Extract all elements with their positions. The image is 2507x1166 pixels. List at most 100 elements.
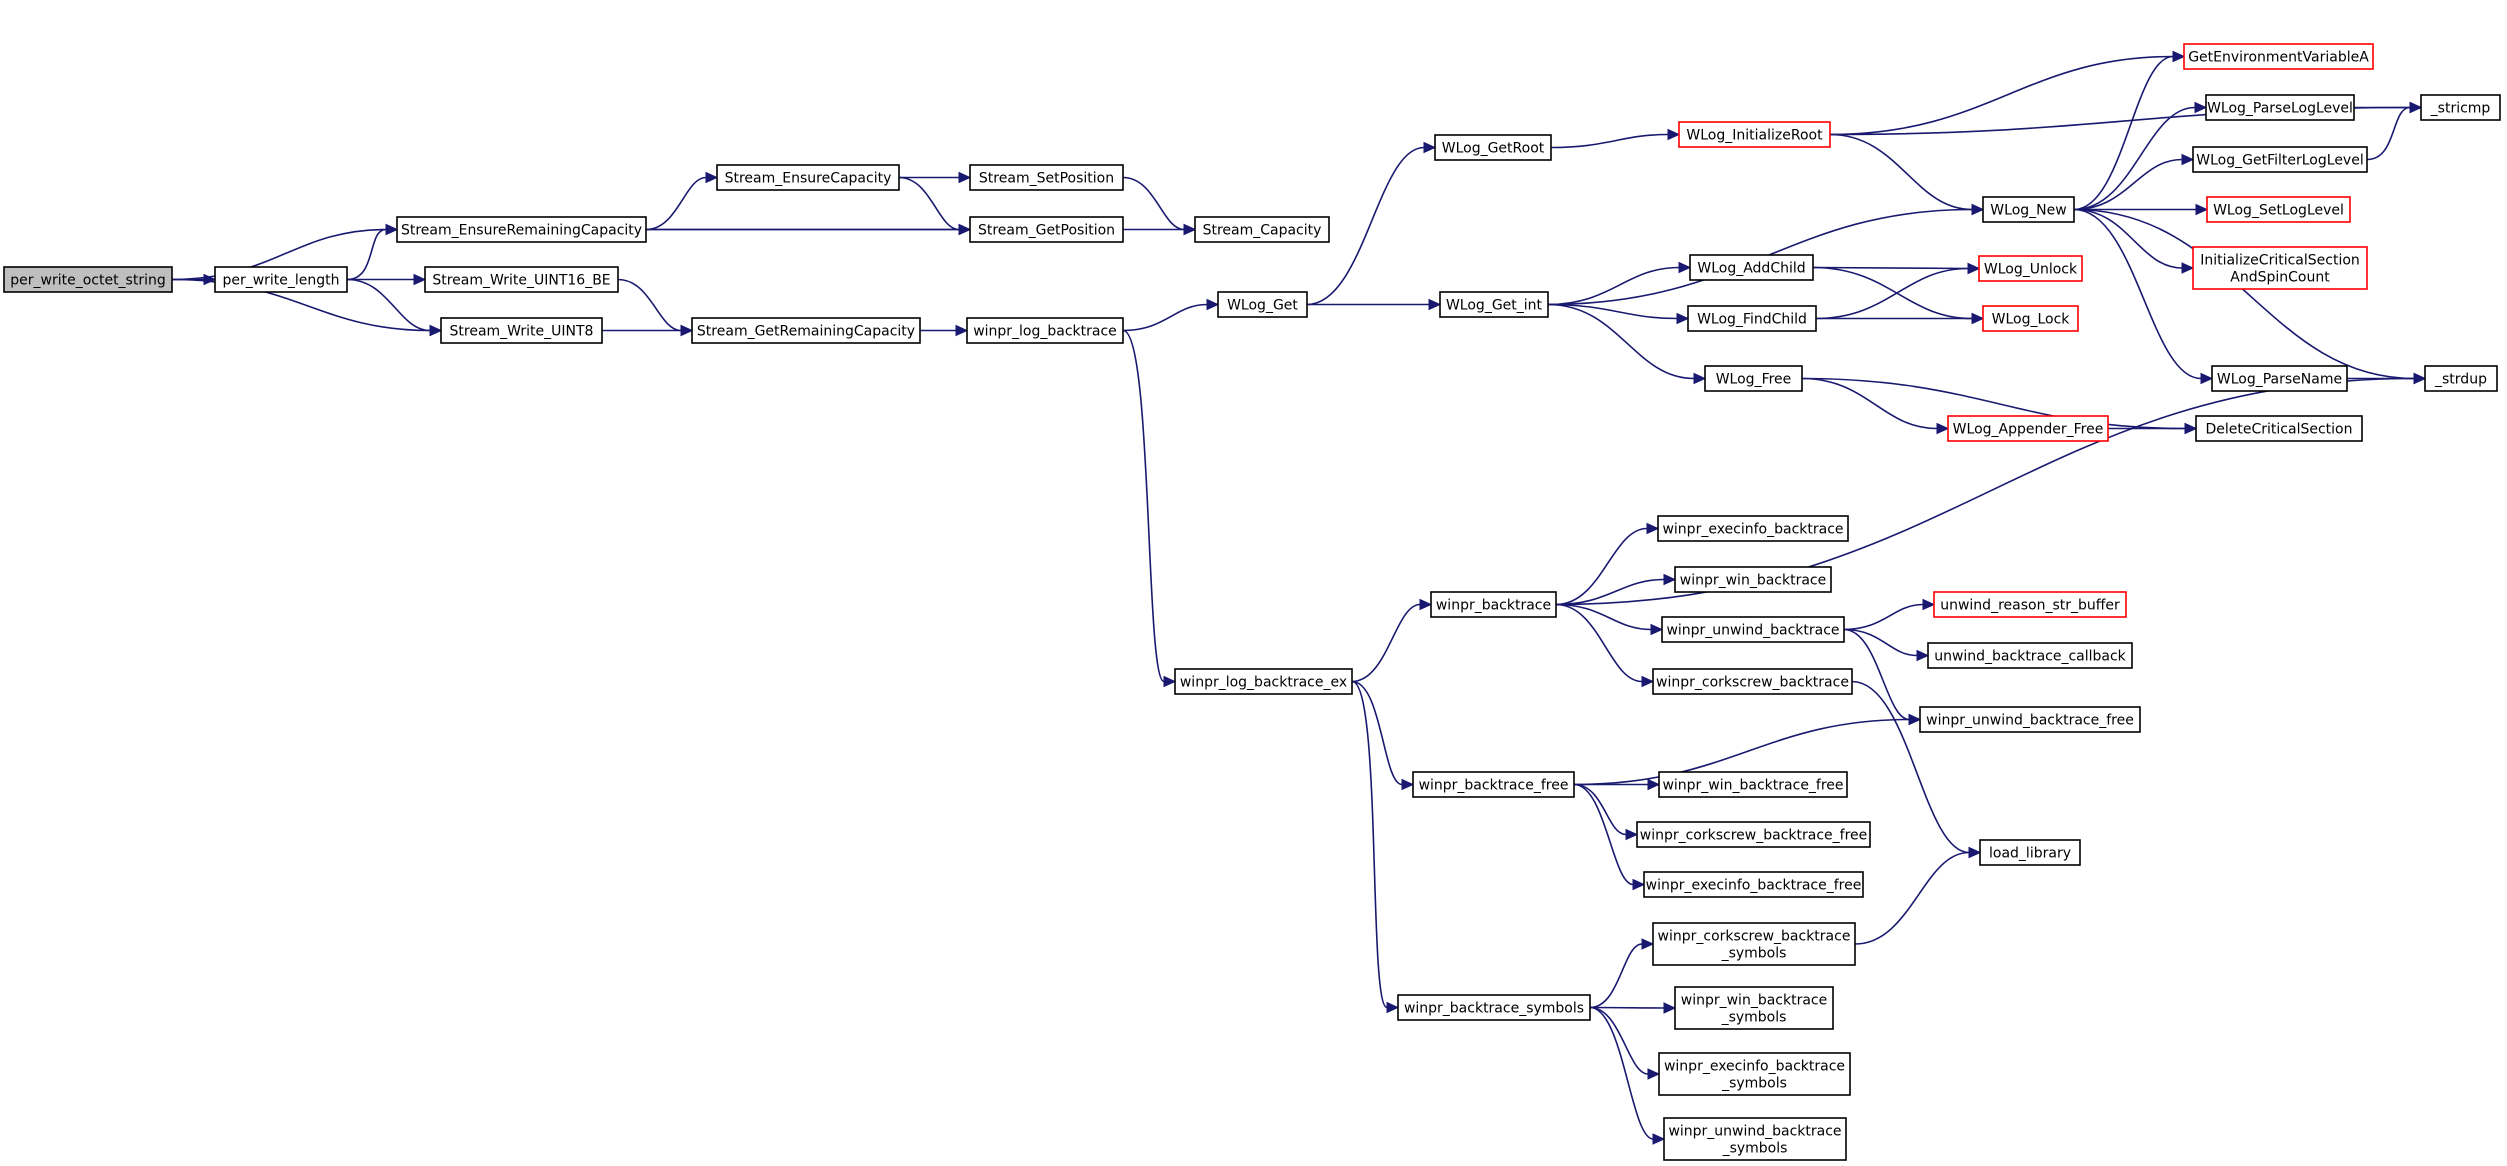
node-Stream_SetPosition[interactable]: Stream_SetPosition xyxy=(969,164,1124,191)
node-winpr_corkscrew_backtrace[interactable]: winpr_corkscrew_backtrace xyxy=(1652,668,1853,695)
node-per_write_length[interactable]: per_write_length xyxy=(214,266,348,293)
node-winpr_unwind_backtrace_free[interactable]: winpr_unwind_backtrace_free xyxy=(1919,706,2141,733)
node-_stricmp[interactable]: _stricmp xyxy=(2420,94,2501,121)
edge-WLog_New-to-InitializeCriticalSectionAndSpinCount xyxy=(2073,208,2183,269)
node-label: Stream_GetRemainingCapacity xyxy=(697,324,915,340)
node-winpr_backtrace[interactable]: winpr_backtrace xyxy=(1430,591,1557,618)
node-WLog_Unlock[interactable]: WLog_Unlock xyxy=(1978,255,2083,282)
node-label: _strdup xyxy=(2434,372,2487,388)
node-Stream_GetRemainingCapacity[interactable]: Stream_GetRemainingCapacity xyxy=(691,317,921,344)
edge-winpr_backtrace-to-winpr_unwind_backtrace xyxy=(1555,603,1652,631)
node-Stream_Capacity[interactable]: Stream_Capacity xyxy=(1194,216,1330,243)
edge-per_write_length-to-Stream_EnsureRemainingCapacity xyxy=(346,228,387,281)
edge-winpr_log_backtrace_ex-to-winpr_backtrace xyxy=(1351,603,1421,683)
node-winpr_execinfo_backtrace[interactable]: winpr_execinfo_backtrace xyxy=(1657,515,1849,542)
edge-WLog_New-to-WLog_GetFilterLogLevel xyxy=(2073,158,2183,211)
edge-arrowhead-WLog_Get_int-to-WLog_FindChild xyxy=(1676,312,1690,325)
node-box xyxy=(1982,196,2075,223)
node-label: WLog_Appender_Free xyxy=(1953,422,2104,438)
node-winpr_execinfo_backtrace_symbols[interactable]: winpr_execinfo_backtrace_symbols xyxy=(1658,1052,1851,1096)
edge-WLog_New-to-WLog_ParseName xyxy=(2073,208,2202,380)
node-label: winpr_execinfo_backtrace xyxy=(1662,522,1843,538)
node-label: winpr_unwind_backtrace xyxy=(1668,1124,1841,1140)
node-WLog_ParseLogLevel[interactable]: WLog_ParseLogLevel xyxy=(2205,94,2355,121)
edge-WLog_GetRoot-to-WLog_InitializeRoot xyxy=(1550,133,1669,149)
node-label: WLog_Get xyxy=(1227,298,1298,314)
edge-WLog_Get_int-to-WLog_FindChild xyxy=(1547,303,1678,320)
node-Stream_Write_UINT16_BE[interactable]: Stream_Write_UINT16_BE xyxy=(424,266,619,293)
node-WLog_SetLogLevel[interactable]: WLog_SetLogLevel xyxy=(2206,196,2351,223)
edge-arrowhead-winpr_backtrace-to-winpr_unwind_backtrace xyxy=(1650,623,1664,636)
node-label: WLog_New xyxy=(1990,203,2066,219)
node-box xyxy=(1689,254,1814,281)
node-box xyxy=(2183,43,2374,70)
node-label: Stream_Write_UINT16_BE xyxy=(432,273,610,289)
node-winpr_backtrace_symbols[interactable]: winpr_backtrace_symbols xyxy=(1397,994,1591,1021)
edge-arrowhead-WLog_Get_int-to-WLog_Free xyxy=(1693,372,1707,385)
node-WLog_GetRoot[interactable]: WLog_GetRoot xyxy=(1434,134,1552,161)
node-WLog_Get_int[interactable]: WLog_Get_int xyxy=(1439,291,1549,318)
node-Stream_Write_UINT8[interactable]: Stream_Write_UINT8 xyxy=(440,317,603,344)
node-WLog_Free[interactable]: WLog_Free xyxy=(1704,365,1803,392)
node-unwind_backtrace_callback[interactable]: unwind_backtrace_callback xyxy=(1927,642,2133,669)
node-DeleteCriticalSection[interactable]: DeleteCriticalSection xyxy=(2195,415,2363,442)
node-unwind_reason_str_buffer[interactable]: unwind_reason_str_buffer xyxy=(1933,591,2127,618)
node-Stream_EnsureCapacity[interactable]: Stream_EnsureCapacity xyxy=(716,164,900,191)
node-winpr_corkscrew_backtrace_free[interactable]: winpr_corkscrew_backtrace_free xyxy=(1636,821,1871,848)
edge-Stream_Write_UINT16_BE-to-Stream_GetRemainingCapacity xyxy=(617,278,682,332)
node-label: winpr_backtrace xyxy=(1436,598,1551,614)
node-WLog_GetFilterLogLevel[interactable]: WLog_GetFilterLogLevel xyxy=(2192,146,2368,173)
node-label: AndSpinCount xyxy=(2230,270,2330,286)
node-label: Stream_Capacity xyxy=(1203,223,1322,239)
node-WLog_FindChild[interactable]: WLog_FindChild xyxy=(1687,305,1817,332)
node-winpr_unwind_backtrace_symbols[interactable]: winpr_unwind_backtrace_symbols xyxy=(1663,1117,1847,1161)
node-label: per_write_length xyxy=(222,273,339,289)
node-winpr_log_backtrace[interactable]: winpr_log_backtrace xyxy=(966,317,1124,344)
node-WLog_Get[interactable]: WLog_Get xyxy=(1217,291,1308,318)
edge-winpr_backtrace_symbols-to-winpr_corkscrew_backtrace_symbols xyxy=(1589,943,1643,1009)
edge-WLog_New-to-GetEnvironmentVariableA xyxy=(2073,55,2174,211)
node-WLog_Lock[interactable]: WLog_Lock xyxy=(1982,305,2079,332)
node-box xyxy=(2192,146,2368,173)
node-_strdup[interactable]: _strdup xyxy=(2424,365,2498,392)
node-WLog_InitializeRoot[interactable]: WLog_InitializeRoot xyxy=(1678,121,1831,148)
edge-arrowhead-per_write_length-to-Stream_Write_UINT16_BE xyxy=(413,273,427,286)
node-Stream_EnsureRemainingCapacity[interactable]: Stream_EnsureRemainingCapacity xyxy=(396,216,647,243)
edge-arrowhead-WLog_Get_int-to-WLog_New xyxy=(1971,203,1985,216)
node-WLog_ParseName[interactable]: WLog_ParseName xyxy=(2211,365,2348,392)
node-box xyxy=(396,216,647,243)
node-label: winpr_win_backtrace xyxy=(1680,573,1826,589)
edge-arrowhead-winpr_backtrace_free-to-winpr_unwind_backtrace_free xyxy=(1908,713,1922,726)
node-label: DeleteCriticalSection xyxy=(2206,422,2353,438)
node-winpr_corkscrew_backtrace_symbols[interactable]: winpr_corkscrew_backtrace_symbols xyxy=(1652,922,1856,966)
node-winpr_win_backtrace_symbols[interactable]: winpr_win_backtrace_symbols xyxy=(1674,986,1834,1030)
edge-winpr_backtrace_symbols-to-winpr_execinfo_backtrace_symbols xyxy=(1589,1006,1649,1075)
node-box xyxy=(691,317,921,344)
edge-arrowhead-winpr_log_backtrace_ex-to-winpr_backtrace_symbols xyxy=(1386,1001,1400,1014)
node-GetEnvironmentVariableA[interactable]: GetEnvironmentVariableA xyxy=(2183,43,2374,70)
node-label: WLog_ParseLogLevel xyxy=(2207,101,2353,117)
node-winpr_win_backtrace[interactable]: winpr_win_backtrace xyxy=(1674,566,1832,593)
node-Stream_GetPosition[interactable]: Stream_GetPosition xyxy=(969,216,1124,243)
node-box xyxy=(1194,216,1330,243)
node-label: unwind_reason_str_buffer xyxy=(1940,598,2120,614)
edge-Stream_EnsureRemainingCapacity-to-Stream_EnsureCapacity xyxy=(645,176,707,231)
edge-arrowhead-WLog_GetFilterLogLevel-to-_stricmp xyxy=(2409,101,2423,114)
node-WLog_AddChild[interactable]: WLog_AddChild xyxy=(1689,254,1814,281)
node-winpr_log_backtrace_ex[interactable]: winpr_log_backtrace_ex xyxy=(1174,668,1353,695)
node-WLog_New[interactable]: WLog_New xyxy=(1982,196,2075,223)
edge-WLog_Free-to-WLog_Appender_Free xyxy=(1801,377,1938,430)
node-load_library[interactable]: load_library xyxy=(1979,839,2081,866)
node-WLog_Appender_Free[interactable]: WLog_Appender_Free xyxy=(1947,415,2109,442)
node-winpr_unwind_backtrace[interactable]: winpr_unwind_backtrace xyxy=(1661,616,1845,643)
node-winpr_backtrace_free[interactable]: winpr_backtrace_free xyxy=(1412,771,1575,798)
edge-WLog_AddChild-to-WLog_Lock xyxy=(1812,266,1973,320)
node-winpr_execinfo_backtrace_free[interactable]: winpr_execinfo_backtrace_free xyxy=(1643,871,1864,898)
node-box xyxy=(1643,871,1864,898)
node-label: GetEnvironmentVariableA xyxy=(2188,50,2369,66)
node-box xyxy=(1927,642,2133,669)
node-winpr_win_backtrace_free[interactable]: winpr_win_backtrace_free xyxy=(1658,771,1848,798)
